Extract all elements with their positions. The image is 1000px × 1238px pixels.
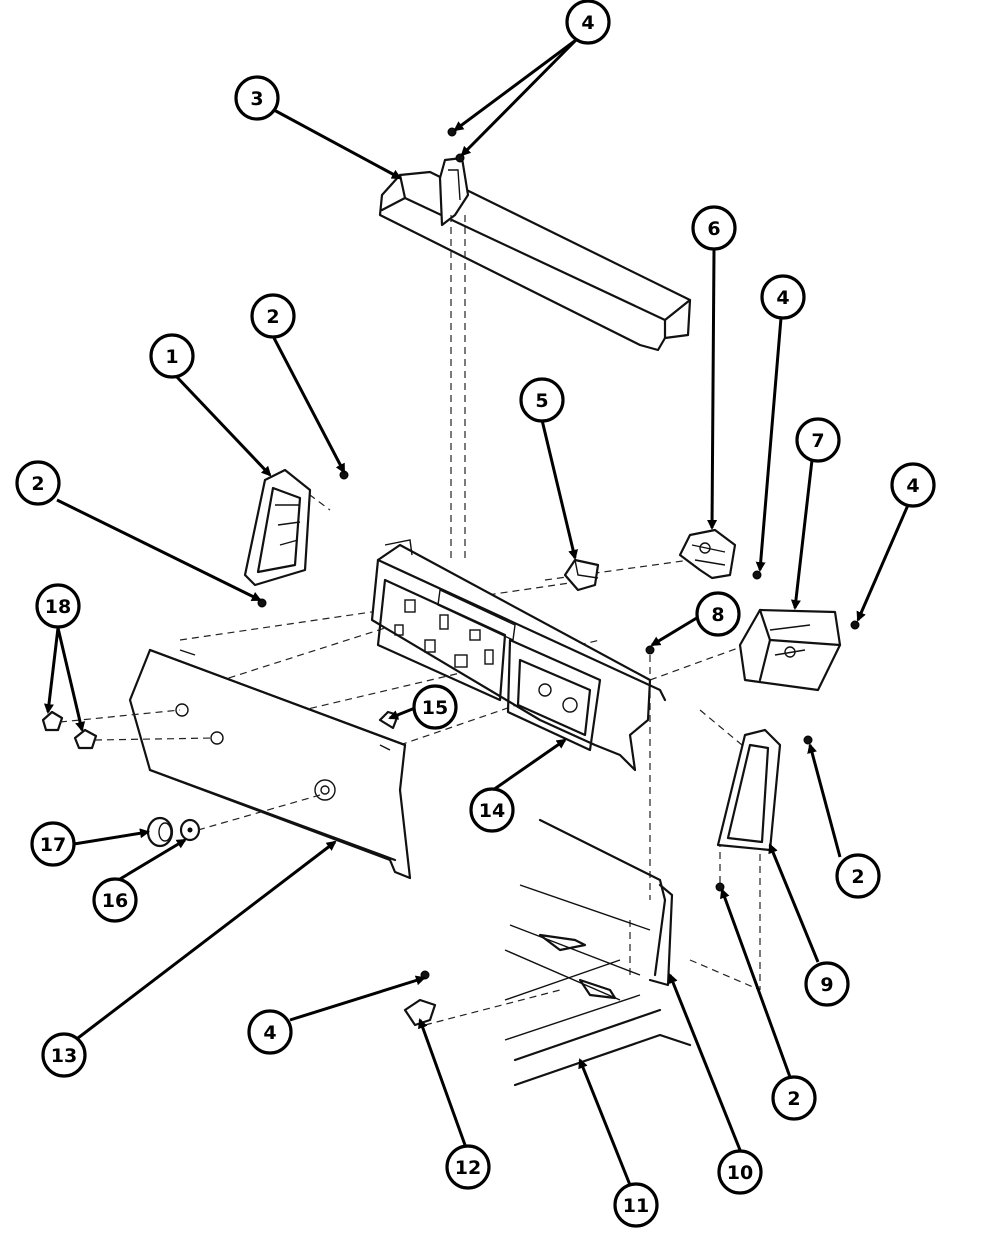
callout-part-18: 18 — [35, 583, 81, 629]
callout-part-9: 9 — [804, 961, 850, 1007]
callout-part-3: 3 — [234, 75, 280, 121]
callout-part-14: 14 — [469, 787, 515, 833]
callout-label: 5 — [535, 390, 548, 412]
callout-label: 18 — [45, 596, 71, 618]
callout-label: 4 — [906, 475, 919, 497]
callout-label: 1 — [165, 346, 178, 368]
callout-part-4: 4 — [565, 0, 611, 45]
callout-part-4: 4 — [890, 462, 936, 508]
callout-label: 6 — [707, 218, 720, 240]
part-7-timer — [738, 608, 842, 692]
callout-part-2: 2 — [15, 460, 61, 506]
callout-label: 4 — [263, 1022, 276, 1044]
callout-label: 2 — [787, 1088, 800, 1110]
callout-part-10: 10 — [717, 1149, 763, 1195]
callout-label: 10 — [727, 1162, 753, 1184]
part-5-small-switch — [563, 558, 600, 592]
callout-label: 2 — [851, 866, 864, 888]
callout-part-17: 17 — [30, 821, 76, 867]
part-16-knob-disc — [179, 818, 201, 842]
callout-part-12: 12 — [445, 1144, 491, 1190]
callout-label: 4 — [581, 12, 594, 34]
callout-label: 7 — [811, 430, 824, 452]
callout-label: 14 — [479, 800, 505, 822]
part-6-switch — [678, 528, 737, 580]
callout-part-2: 2 — [771, 1075, 817, 1121]
part-13-front-console — [128, 648, 412, 880]
callout-label: 8 — [711, 604, 724, 626]
part-14-control-panel — [370, 539, 667, 772]
callout-label: 3 — [250, 88, 263, 110]
callout-label: 2 — [266, 306, 279, 328]
callout-part-6: 6 — [691, 205, 737, 251]
callout-part-1: 1 — [149, 333, 195, 379]
callout-part-2: 2 — [835, 853, 881, 899]
callout-part-7: 7 — [795, 417, 841, 463]
callout-label: 12 — [455, 1157, 481, 1179]
callout-part-4: 4 — [247, 1009, 293, 1055]
part-17-knob — [146, 816, 174, 848]
part-9-right-end-cap — [716, 728, 782, 852]
part-3-control-hood — [378, 156, 692, 352]
part-12-clip — [403, 998, 437, 1027]
callout-label: 2 — [31, 473, 44, 495]
callout-part-11: 11 — [613, 1182, 659, 1228]
callout-label: 17 — [40, 834, 66, 856]
callout-label: 4 — [776, 287, 789, 309]
callout-part-4: 4 — [760, 274, 806, 320]
callout-part-2: 2 — [250, 293, 296, 339]
callout-label: 15 — [422, 697, 448, 719]
callout-part-13: 13 — [41, 1032, 87, 1078]
callout-label: 11 — [623, 1195, 649, 1217]
callout-label: 9 — [820, 974, 833, 996]
part-1-left-end-cap — [243, 468, 312, 587]
callout-part-8: 8 — [695, 591, 741, 637]
leader-lines — [43, 38, 910, 1186]
callout-part-15: 15 — [412, 684, 458, 730]
callout-label: 13 — [51, 1045, 77, 1067]
callout-part-16: 16 — [92, 877, 138, 923]
part-18-buttons — [41, 709, 321, 831]
part-11-cabinet-top — [504, 884, 692, 1087]
callout-label: 16 — [102, 890, 128, 912]
callout-part-5: 5 — [519, 377, 565, 423]
part-10-bracket — [538, 818, 674, 987]
